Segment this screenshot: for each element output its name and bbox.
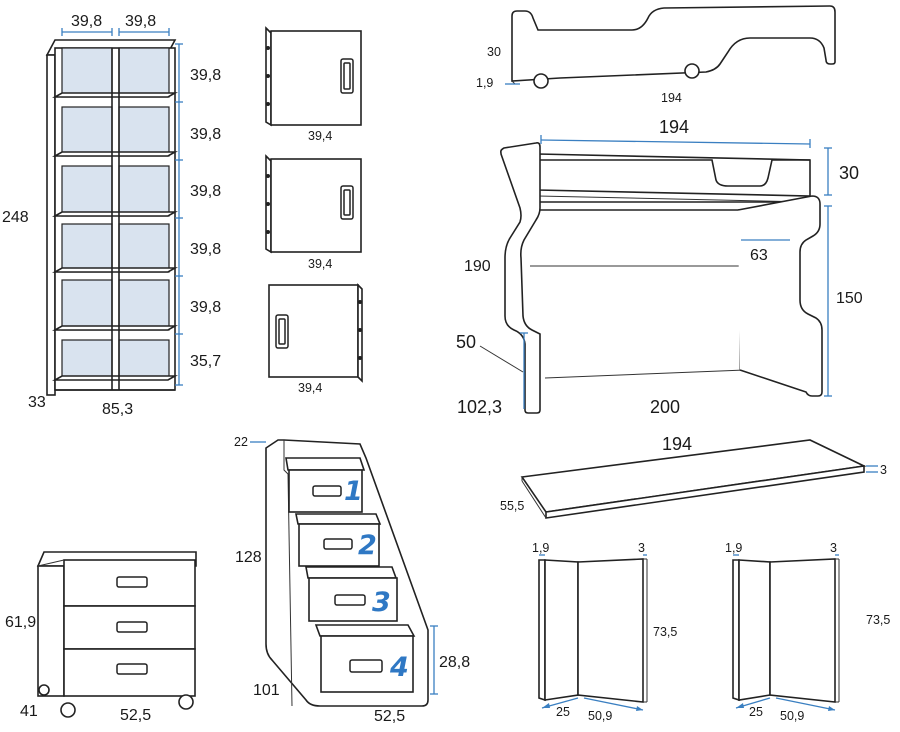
- board-length: 194: [662, 434, 692, 454]
- cornerR-side-a: 25: [749, 705, 763, 719]
- drawer-width: 52,5: [120, 707, 151, 724]
- door-panel-3: [268, 283, 363, 383]
- drawer-depth: 41: [20, 703, 38, 720]
- door-3-width: 39,4: [298, 381, 322, 395]
- guard-thickness: 1,9: [476, 76, 493, 90]
- shelf-height-4: 39,8: [190, 241, 221, 258]
- door-1-width: 39,4: [308, 129, 332, 143]
- cornerL-thickness-left: 1,9: [532, 541, 549, 555]
- guard-rail: [505, 5, 836, 89]
- cornerR-side-b: 50,9: [780, 709, 804, 723]
- board-depth: 55,5: [500, 499, 524, 513]
- stairs-height: 128: [235, 549, 262, 566]
- cornerR-height: 73,5: [866, 613, 890, 627]
- bed-guard-height: 30: [839, 163, 859, 183]
- corner-unit-left: [538, 554, 648, 711]
- shelf-total-height: 248: [2, 209, 29, 226]
- shelf-width-left: 39,8: [71, 13, 102, 30]
- stairs-step-height: 28,8: [439, 654, 470, 671]
- stairs-depth: 101: [253, 682, 280, 699]
- corner-unit-right: [732, 554, 840, 711]
- desk-board: [520, 439, 878, 519]
- drawer-chest: [36, 551, 197, 718]
- board-thickness: 3: [880, 463, 887, 477]
- stairs-width: 52,5: [374, 708, 405, 725]
- drawer-height: 61,9: [5, 614, 36, 631]
- door-panel-1: [265, 26, 362, 127]
- loft-bed: [479, 135, 832, 414]
- shelf-unit: [45, 28, 183, 396]
- guard-height: 30: [487, 45, 501, 59]
- step-number-3: 3: [372, 587, 391, 618]
- step-number-4: 4: [389, 652, 409, 683]
- cornerR-thickness-right: 3: [830, 541, 837, 555]
- cornerL-thickness-right: 3: [638, 541, 645, 555]
- cornerL-side-a: 25: [556, 705, 570, 719]
- bed-width: 200: [650, 397, 680, 417]
- shelf-height-2: 39,8: [190, 126, 221, 143]
- stairs-top: 22: [234, 435, 248, 449]
- bed-height: 190: [464, 258, 491, 275]
- cornerL-height: 73,5: [653, 625, 677, 639]
- shelf-width-right: 39,8: [125, 13, 156, 30]
- cornerR-thickness-left: 1,9: [725, 541, 742, 555]
- step-number-2: 2: [358, 530, 377, 561]
- bed-foot: 50: [456, 332, 476, 352]
- shelf-height-5: 39,8: [190, 299, 221, 316]
- bed-lower-height: 150: [836, 290, 863, 307]
- guard-length: 194: [661, 91, 682, 105]
- staircase: [250, 439, 438, 707]
- door-2-width: 39,4: [308, 257, 332, 271]
- shelf-total-width: 85,3: [102, 401, 133, 418]
- step-number-1: 1: [344, 476, 363, 507]
- bed-length: 194: [659, 117, 689, 137]
- door-panel-2: [265, 154, 362, 254]
- shelf-height-3: 39,8: [190, 183, 221, 200]
- shelf-height-6: 35,7: [190, 353, 221, 370]
- shelf-depth: 33: [28, 394, 46, 411]
- cornerL-side-b: 50,9: [588, 709, 612, 723]
- bed-low-height: 102,3: [457, 397, 502, 417]
- shelf-height-1: 39,8: [190, 67, 221, 84]
- bed-gap: 63: [750, 247, 768, 264]
